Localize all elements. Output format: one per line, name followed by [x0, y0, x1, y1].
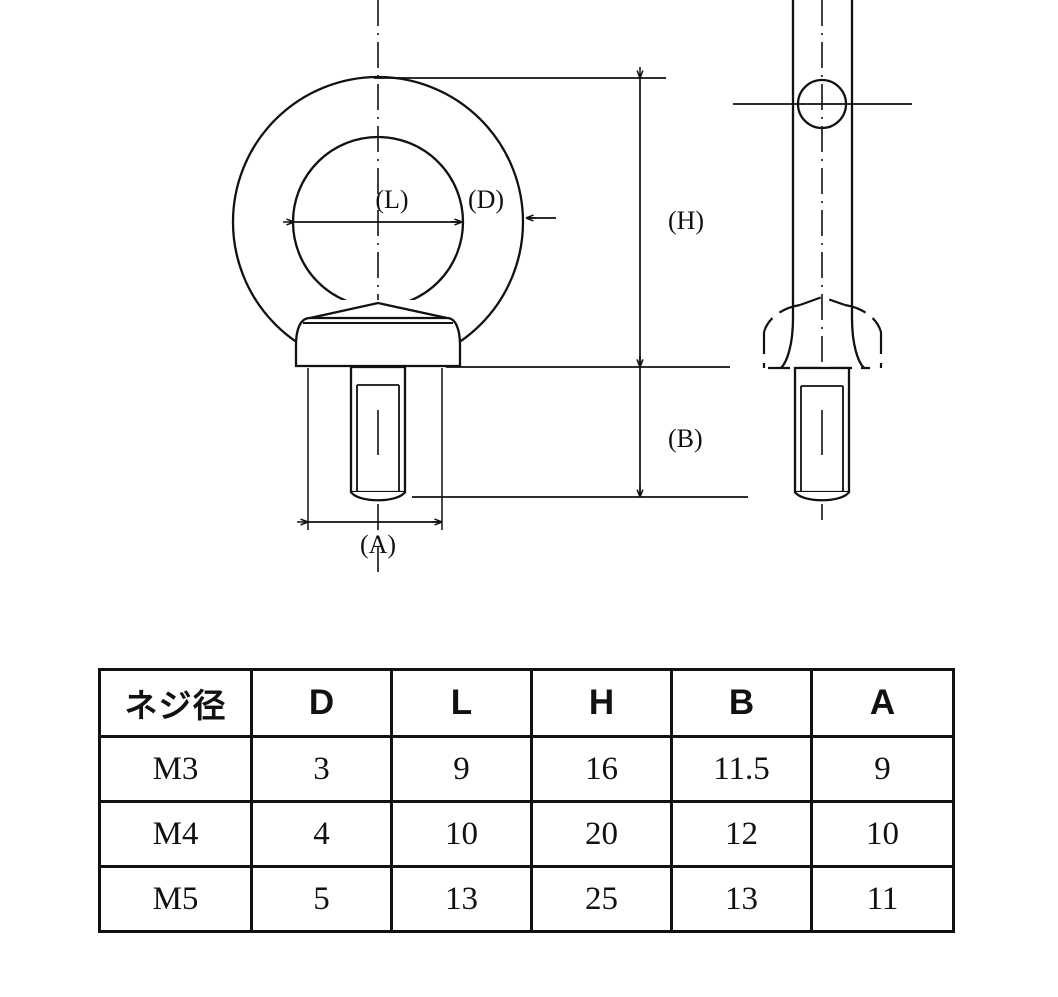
side-taper-right: [850, 317, 865, 369]
cell-a: 10: [810, 800, 955, 868]
cell-h: 25: [530, 865, 673, 933]
collar-dome: [294, 301, 462, 368]
dimension-label-D: (D): [468, 185, 504, 214]
cell-h: 16: [530, 735, 673, 803]
dimension-label-H: (H): [668, 206, 704, 235]
table-row: M4 4 10 20 12 10: [98, 800, 955, 868]
extension-lines: [374, 77, 748, 498]
dimension-label-L: (L): [375, 185, 408, 214]
side-taper: [780, 317, 795, 369]
table-header-screw-size: ネジ径: [98, 668, 253, 738]
table-header-h: H: [530, 668, 673, 738]
table-header-l: L: [390, 668, 533, 738]
cell-b: 11.5: [670, 735, 813, 803]
side-body-outline: [791, 0, 854, 318]
table-row: M5 5 13 25 13 11: [98, 865, 955, 933]
cell-l: 9: [390, 735, 533, 803]
side-threaded-shank: [793, 366, 851, 502]
spec-table-container: ネジ径 D L H B A M3 3 9 16 11.5 9: [98, 668, 955, 933]
threaded-shank: [349, 365, 407, 502]
cell-h: 20: [530, 800, 673, 868]
dimension-A: [297, 368, 443, 530]
cell-b: 13: [670, 865, 813, 933]
cell-d: 5: [250, 865, 393, 933]
table-header-d: D: [250, 668, 393, 738]
cell-screw-size: M5: [98, 865, 253, 933]
cell-a: 9: [810, 735, 955, 803]
cell-a: 11: [810, 865, 955, 933]
cell-l: 13: [390, 865, 533, 933]
eyebolt-dimension-table: ネジ径 D L H B A M3 3 9 16 11.5 9: [98, 668, 955, 933]
dimension-label-A: (A): [360, 530, 396, 559]
cell-screw-size: M3: [98, 735, 253, 803]
table-header-a: A: [810, 668, 955, 738]
cell-d: 3: [250, 735, 393, 803]
table-row: M3 3 9 16 11.5 9: [98, 735, 955, 803]
cell-screw-size: M4: [98, 800, 253, 868]
table-header-row: ネジ径 D L H B A: [98, 668, 955, 738]
technical-drawing: (L) (D) (H): [231, 0, 912, 575]
front-view: (L) (D) (H): [231, 0, 748, 575]
side-view: [733, 0, 912, 520]
cell-l: 10: [390, 800, 533, 868]
side-hole-circle: [796, 78, 848, 130]
cell-b: 12: [670, 800, 813, 868]
table-header-b: B: [670, 668, 813, 738]
cell-d: 4: [250, 800, 393, 868]
dimension-label-B: (B): [668, 424, 703, 453]
